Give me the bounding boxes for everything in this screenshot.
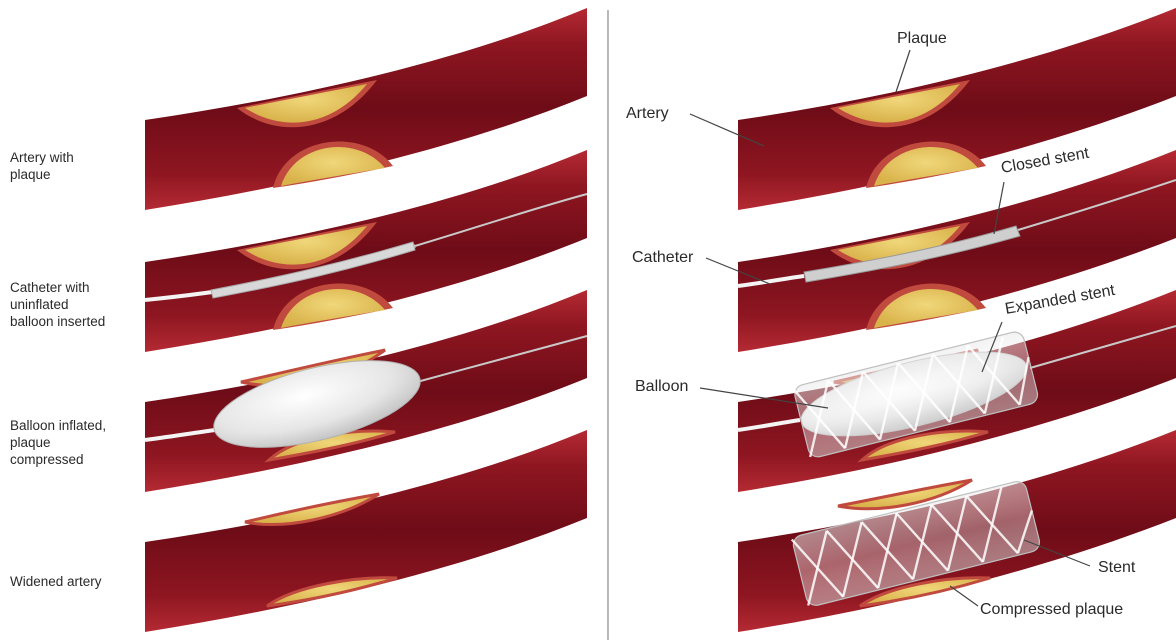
label-compressed-plaque: Compressed plaque (980, 601, 1123, 618)
leader-compressed-plaque (950, 586, 978, 606)
label-stent: Stent (1098, 559, 1136, 576)
label-catheter: Catheter (632, 249, 694, 266)
left-panel: Artery with plaque Catheter with uninfla… (10, 8, 587, 632)
label-balloon: Balloon (635, 378, 688, 395)
label-artery: Artery (626, 105, 669, 122)
label-balloon-inflated: Balloon inflated, plaque compressed (10, 418, 110, 467)
label-plaque: Plaque (897, 30, 947, 47)
right-panel: Plaque Artery Closed stent Catheter Expa… (626, 8, 1176, 632)
label-widened-artery: Widened artery (10, 574, 102, 589)
label-artery-with-plaque: Artery with plaque (10, 150, 78, 182)
label-catheter-uninflated: Catheter with uninflated balloon inserte… (10, 280, 105, 329)
leader-plaque (896, 50, 910, 92)
